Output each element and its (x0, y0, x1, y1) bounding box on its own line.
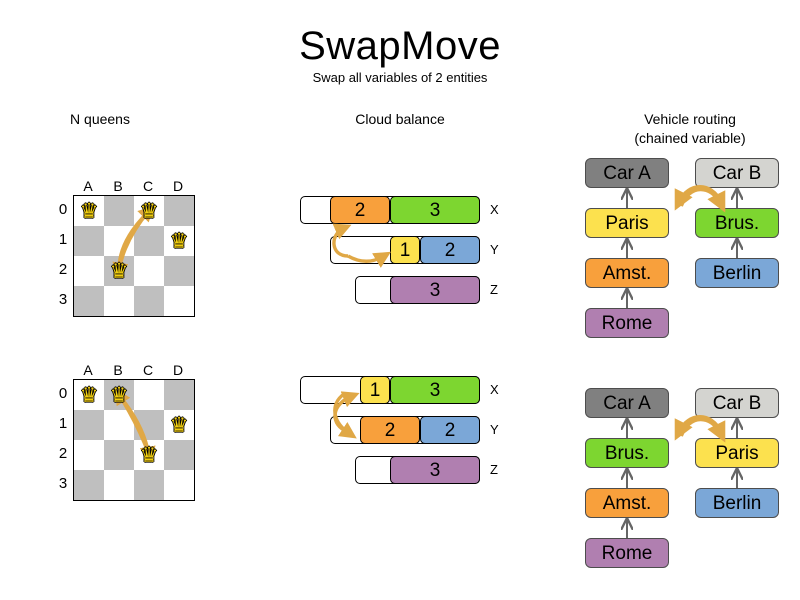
vrp-node-brus[interactable]: Brus. (695, 208, 779, 238)
board-rank-label-2: 2 (58, 445, 68, 462)
cloud-process-block[interactable]: 1 (360, 376, 390, 404)
vrp-node-carb[interactable]: Car B (695, 388, 779, 418)
board-cell-C2[interactable] (134, 256, 164, 286)
cloud-process-block[interactable]: 1 (390, 236, 420, 264)
cloud-process-block[interactable]: 3 (390, 376, 480, 404)
board-cell-D2[interactable] (164, 256, 194, 286)
board-cell-A1[interactable] (74, 410, 104, 440)
board-file-label-d: D (172, 362, 184, 378)
board-cell-C0[interactable] (134, 380, 164, 410)
board-file-label-d: D (172, 178, 184, 194)
cloud-row-z: 3 (355, 456, 480, 484)
vrp-node-amst[interactable]: Amst. (585, 258, 669, 288)
board-rank-label-3: 3 (58, 475, 68, 492)
cloud-process-block[interactable]: 2 (420, 236, 480, 264)
board-rank-label-1: 1 (58, 415, 68, 432)
cloud-process-block[interactable]: 2 (420, 416, 480, 444)
board-cell-C1[interactable] (134, 410, 164, 440)
page-title: SwapMove (299, 24, 501, 68)
board-cell-B3[interactable] (104, 470, 134, 500)
cloud-process-block[interactable]: 3 (390, 196, 480, 224)
board-cell-D3[interactable] (164, 470, 194, 500)
cloud-process-block[interactable]: 2 (330, 196, 390, 224)
board-cell-A2[interactable] (74, 256, 104, 286)
board-cell-B3[interactable] (104, 286, 134, 316)
board-cell-B1[interactable] (104, 410, 134, 440)
board-file-label-b: B (113, 178, 123, 194)
board-cell-A3[interactable] (74, 470, 104, 500)
vrp-node-cara[interactable]: Car A (585, 388, 669, 418)
board-cell-B0[interactable] (104, 380, 134, 410)
board-file-label-c: C (142, 362, 154, 378)
cloud-computer-label-z: Z (490, 462, 498, 477)
board-cell-C0[interactable] (134, 196, 164, 226)
vrp-node-cara[interactable]: Car A (585, 158, 669, 188)
page-subtitle: Swap all variables of 2 entities (312, 70, 488, 85)
cloud-row-z: 3 (355, 276, 480, 304)
board-cell-A0[interactable] (74, 196, 104, 226)
vrp-node-amst[interactable]: Amst. (585, 488, 669, 518)
board-cell-B2[interactable] (104, 256, 134, 286)
board-file-label-a: A (83, 178, 93, 194)
board-cell-D0[interactable] (164, 380, 194, 410)
cloud-computer-label-y: Y (490, 422, 499, 437)
board-rank-label-1: 1 (58, 231, 68, 248)
board-file-label-a: A (83, 362, 93, 378)
cloud-process-block[interactable]: 3 (390, 456, 480, 484)
board-cell-D1[interactable] (164, 410, 194, 440)
vrp-heading-line-1: Vehicle routing (644, 111, 736, 127)
section-heading-cloud-balance: Cloud balance (355, 111, 445, 127)
board-rank-label-3: 3 (58, 291, 68, 308)
vrp-node-paris[interactable]: Paris (585, 208, 669, 238)
cloud-computer-label-y: Y (490, 242, 499, 257)
chess-board: ♛♛♛♛ (73, 195, 195, 317)
board-rank-label-0: 0 (58, 385, 68, 402)
board-cell-D0[interactable] (164, 196, 194, 226)
cloud-process-block[interactable]: 3 (390, 276, 480, 304)
chess-board: ♛♛♛♛ (73, 379, 195, 501)
cloud-computer-label-x: X (490, 202, 499, 217)
vrp-node-carb[interactable]: Car B (695, 158, 779, 188)
board-cell-A0[interactable] (74, 380, 104, 410)
section-heading-nqueens: N queens (70, 111, 130, 127)
cloud-computer-label-z: Z (490, 282, 498, 297)
board-cell-C2[interactable] (134, 440, 164, 470)
vrp-node-rome[interactable]: Rome (585, 308, 669, 338)
board-cell-B1[interactable] (104, 226, 134, 256)
board-cell-D2[interactable] (164, 440, 194, 470)
vrp-node-paris[interactable]: Paris (695, 438, 779, 468)
vrp-node-berlin[interactable]: Berlin (695, 488, 779, 518)
vrp-heading-line-2: (chained variable) (634, 130, 746, 146)
board-rank-label-2: 2 (58, 261, 68, 278)
section-heading-vehicle-routing: Vehicle routing (chained variable) (600, 110, 780, 148)
board-cell-C1[interactable] (134, 226, 164, 256)
vrp-node-berlin[interactable]: Berlin (695, 258, 779, 288)
board-cell-A2[interactable] (74, 440, 104, 470)
board-file-label-b: B (113, 362, 123, 378)
vrp-node-brus[interactable]: Brus. (585, 438, 669, 468)
board-cell-D1[interactable] (164, 226, 194, 256)
vrp-node-rome[interactable]: Rome (585, 538, 669, 568)
cloud-process-block[interactable]: 2 (360, 416, 420, 444)
board-rank-label-0: 0 (58, 201, 68, 218)
board-cell-D3[interactable] (164, 286, 194, 316)
board-cell-C3[interactable] (134, 286, 164, 316)
board-cell-A1[interactable] (74, 226, 104, 256)
cloud-computer-label-x: X (490, 382, 499, 397)
board-cell-A3[interactable] (74, 286, 104, 316)
board-cell-B0[interactable] (104, 196, 134, 226)
board-cell-C3[interactable] (134, 470, 164, 500)
board-file-label-c: C (142, 178, 154, 194)
board-cell-B2[interactable] (104, 440, 134, 470)
